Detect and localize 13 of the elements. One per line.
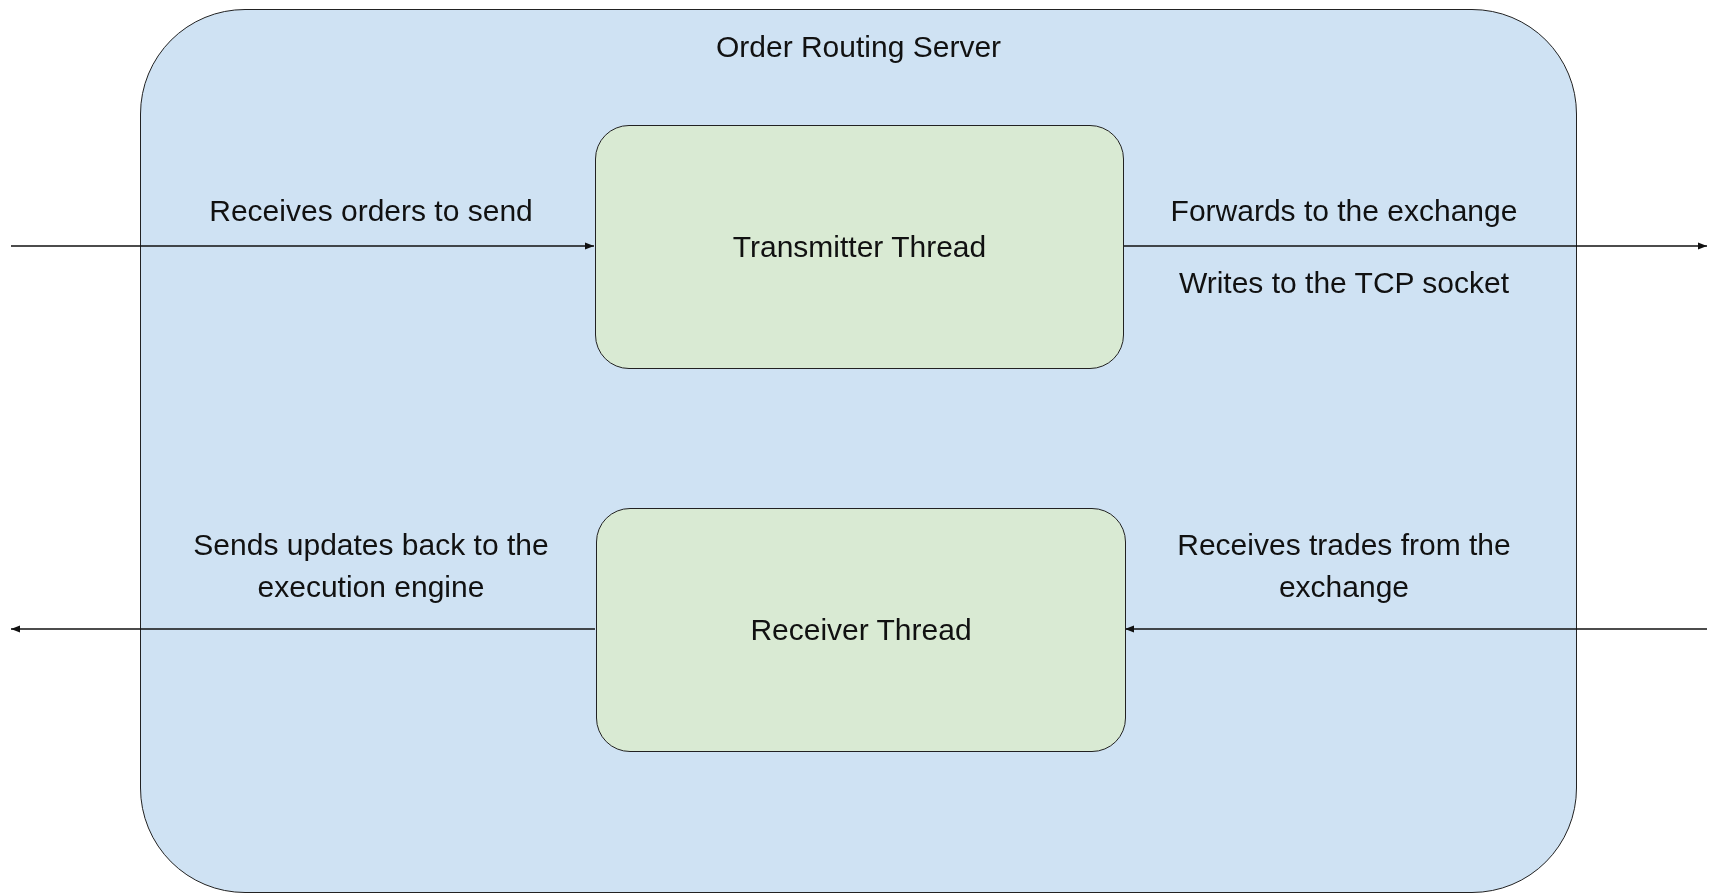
- edge-label: Receives trades from the exchange: [1176, 527, 1512, 605]
- arrow: [10, 625, 596, 633]
- arrow: [10, 242, 595, 250]
- server-container: [140, 9, 1577, 893]
- note-label: Writes to the TCP socket: [1177, 265, 1511, 301]
- thread-box: Transmitter Thread: [595, 125, 1124, 369]
- arrow: [1122, 242, 1708, 250]
- container-title: Order Routing Server: [714, 30, 1003, 64]
- edge-label: Sends updates back to the execution engine: [192, 527, 550, 605]
- edge-label: Forwards to the exchange: [1169, 193, 1519, 229]
- thread-box: Receiver Thread: [596, 508, 1126, 752]
- edge-label: Receives orders to send: [208, 193, 534, 229]
- arrow: [1124, 625, 1708, 633]
